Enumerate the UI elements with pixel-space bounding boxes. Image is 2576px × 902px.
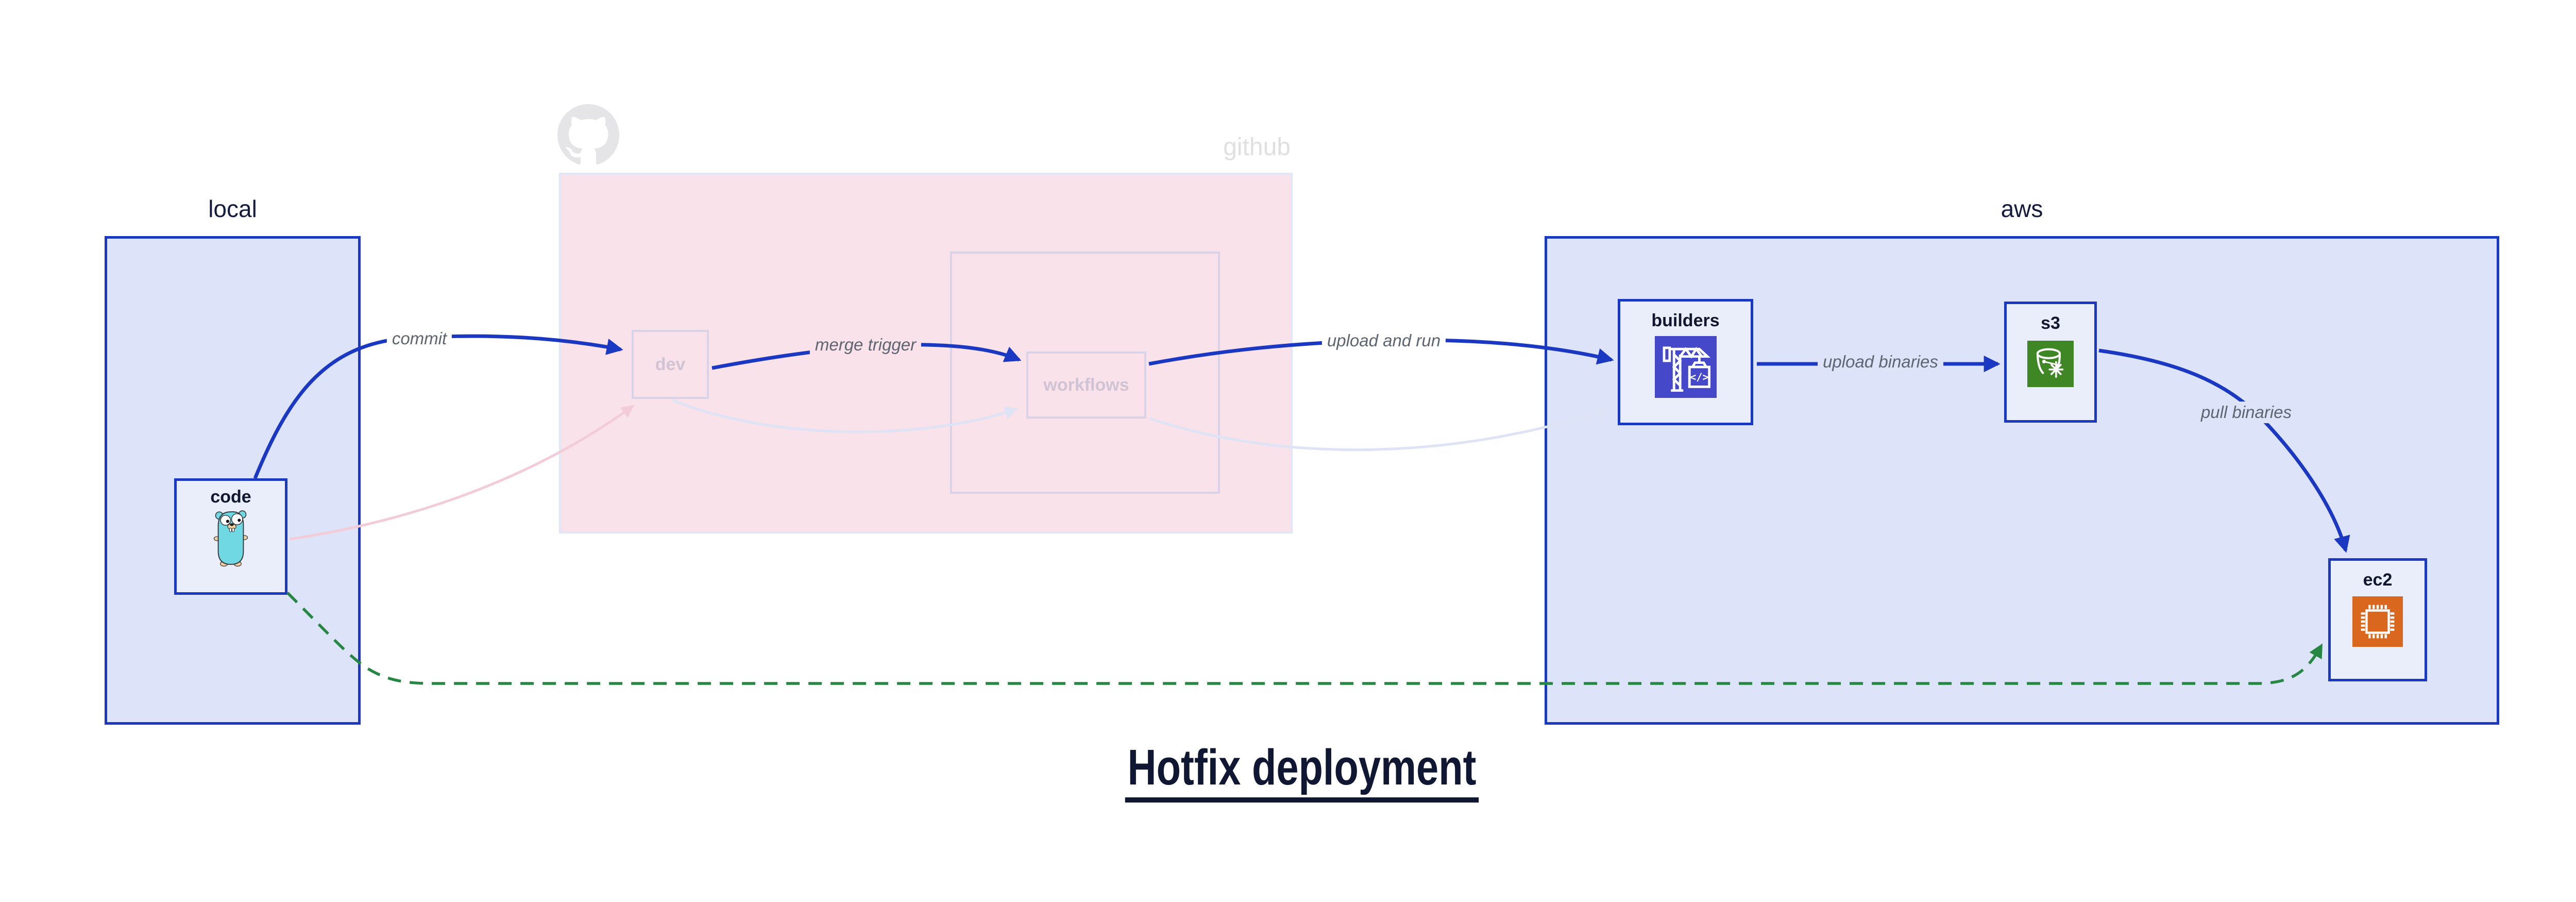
diagram-title: Hotfix deployment bbox=[1125, 742, 1479, 803]
edge-commit-arrow bbox=[253, 334, 623, 479]
edge-workflows-to-builders-faded bbox=[1149, 406, 1611, 452]
node-ec2: ec2 bbox=[2328, 558, 2427, 681]
codebuild-crane-icon: </> bbox=[1654, 336, 1717, 398]
github-octocat-icon bbox=[557, 104, 619, 165]
dev-node-label: dev bbox=[655, 354, 686, 374]
node-s3: s3 bbox=[2004, 302, 2097, 423]
github-group-label: github bbox=[1223, 133, 1291, 161]
edge-label-upload-binaries: upload binaries bbox=[1818, 351, 1943, 373]
node-builders: builders </> bbox=[1618, 299, 1753, 425]
aws-group-label: aws bbox=[2001, 195, 2043, 222]
code-node-label: code bbox=[210, 487, 251, 507]
svg-text:</>: </> bbox=[1689, 371, 1708, 383]
s3-glacier-bucket-icon bbox=[2027, 341, 2074, 387]
local-group-label: local bbox=[208, 195, 257, 222]
builders-node-label: builders bbox=[1651, 311, 1720, 330]
ec2-chip-icon bbox=[2352, 596, 2403, 647]
edge-label-upload-and-run: upload and run bbox=[1321, 330, 1446, 352]
node-code: code bbox=[174, 478, 287, 595]
s3-node-label: s3 bbox=[2041, 313, 2060, 333]
edge-dev-to-workflows-faded bbox=[672, 398, 1018, 433]
node-dev: dev bbox=[632, 330, 709, 399]
edge-label-merge-trigger: merge trigger bbox=[809, 334, 922, 356]
go-gopher-icon bbox=[213, 510, 248, 567]
ec2-node-label: ec2 bbox=[2363, 570, 2393, 590]
edge-hotfix-dashed-arrow bbox=[286, 592, 2323, 685]
edge-pull-binaries-arrow bbox=[2098, 348, 2350, 553]
edge-label-commit: commit bbox=[386, 328, 452, 349]
github-group-box bbox=[559, 173, 1293, 533]
edge-code-to-dev-faded bbox=[289, 405, 635, 541]
workflows-node-label: workflows bbox=[1043, 375, 1129, 395]
master-branch-box bbox=[950, 252, 1220, 494]
edge-label-pull-binaries: pull binaries bbox=[2195, 402, 2297, 423]
node-workflows: workflows bbox=[1026, 352, 1146, 419]
